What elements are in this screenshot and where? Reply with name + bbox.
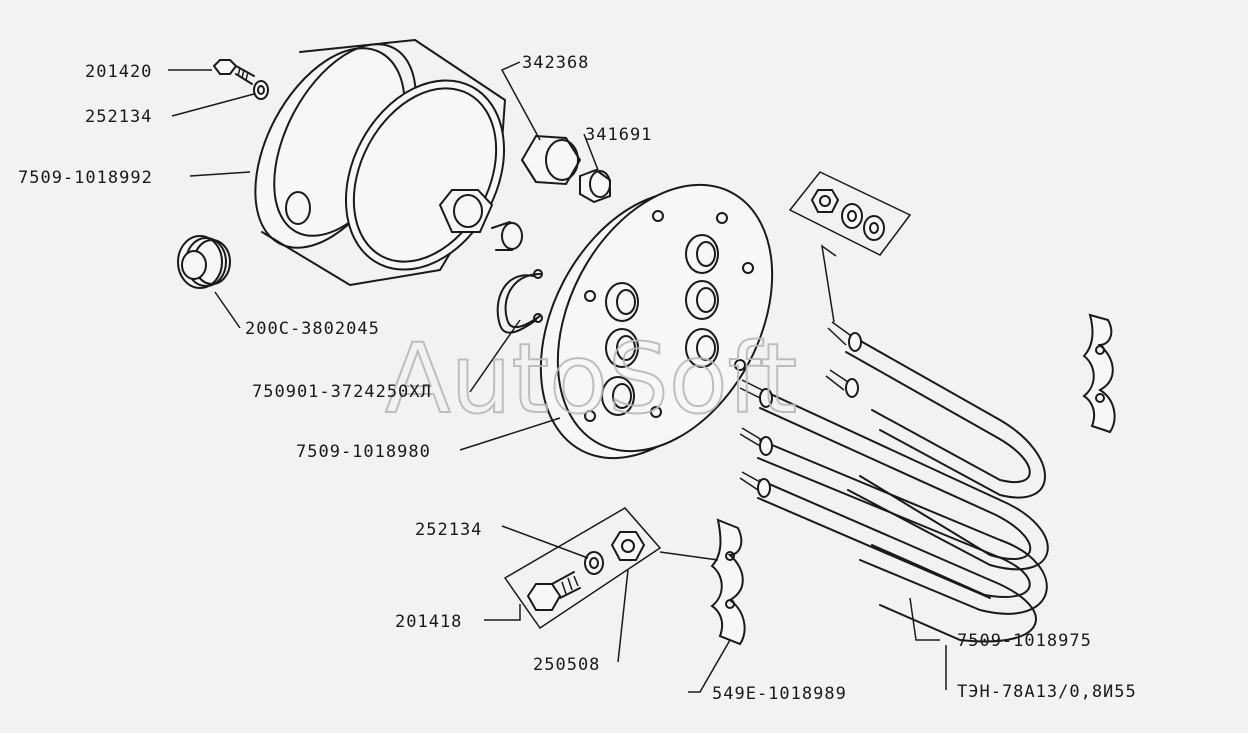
label-341691: 341691 <box>585 125 652 145</box>
leader-lines <box>168 61 947 693</box>
clamp-bottom <box>710 518 746 646</box>
label-252134-top: 252134 <box>85 107 152 127</box>
label-3h-78a13: ТЭН-78А13/0,8И55 <box>957 682 1137 702</box>
label-750901-3724250: 750901-3724250ХЛ <box>252 382 432 402</box>
bushing-341691 <box>579 168 611 204</box>
bottom-hardware-kit <box>503 507 662 630</box>
jumper-wire <box>496 269 543 334</box>
bolt-201420 <box>212 59 255 85</box>
label-549e-1018989: 549Е-1018989 <box>712 684 847 704</box>
flange-plate <box>539 183 774 460</box>
heating-elements <box>739 321 1049 643</box>
label-7509-1018980: 7509-1018980 <box>296 442 431 462</box>
label-200c-3802045: 200C-3802045 <box>245 319 380 339</box>
label-7509-1018992: 7509-1018992 <box>18 168 153 188</box>
grommet-200c-3802045 <box>177 235 231 289</box>
label-252134-bottom: 252134 <box>415 520 482 540</box>
housing-nut <box>438 189 523 251</box>
label-342368: 342368 <box>522 53 589 73</box>
label-201420: 201420 <box>85 62 152 82</box>
terminal-hardware-kit <box>788 171 912 256</box>
label-250508: 250508 <box>533 655 600 675</box>
label-201418: 201418 <box>395 612 462 632</box>
clamp-right <box>1082 313 1116 434</box>
label-7509-1018975: 7509-1018975 <box>957 631 1092 651</box>
watermark-text: AutoSoft <box>385 323 797 435</box>
washer-252134-top <box>253 80 269 100</box>
nut-342368 <box>520 134 582 186</box>
housing-cup <box>254 39 506 286</box>
